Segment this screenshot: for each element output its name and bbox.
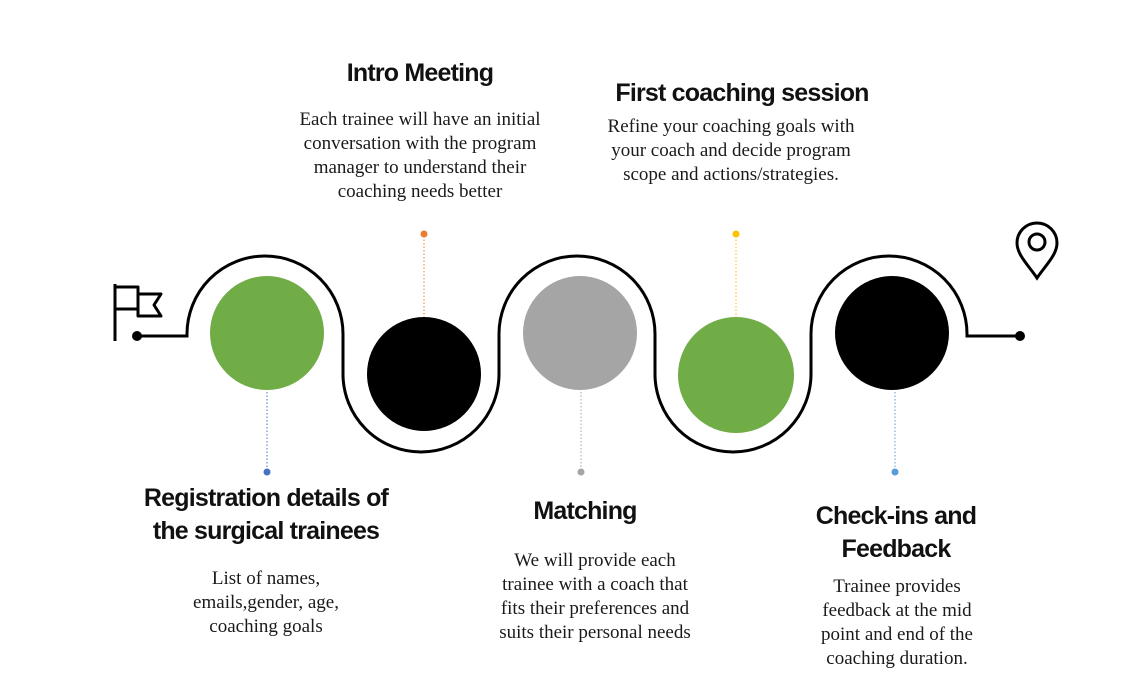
timeline-path (137, 254, 1020, 454)
connector-dot-3 (577, 468, 585, 476)
step-1-description: List of names, emails,gender, age, coach… (193, 568, 339, 637)
path-start-dot (132, 331, 142, 341)
step-3-title: Matching (533, 497, 637, 525)
milestone-circle-2 (367, 317, 481, 431)
connector-dot-4 (732, 230, 740, 238)
step-4-description: Refine your coaching goals with your coa… (607, 116, 855, 185)
connector-dot-2 (420, 230, 428, 238)
milestone-circle-1 (210, 276, 324, 390)
step-4-title: First coaching session (615, 79, 869, 107)
connector-dot-1 (263, 468, 271, 476)
step-5-description: Trainee provides feedback at the mid poi… (821, 576, 973, 669)
milestone-circle-5 (835, 276, 949, 390)
milestone-circle-3 (523, 276, 637, 390)
path-end-dot (1015, 331, 1025, 341)
flag-icon (113, 284, 163, 341)
map-pin-icon (1015, 221, 1059, 281)
step-2-title: Intro Meeting (346, 59, 494, 87)
step-3-description: We will provide each trainee with a coac… (499, 550, 691, 643)
step-2-description: Each trainee will have an initial conver… (299, 109, 541, 202)
step-1-title: Registration details of the surgical tra… (143, 484, 389, 545)
step-5-title: Check-ins and Feedback (815, 502, 977, 563)
milestone-circle-4 (678, 317, 794, 433)
connector-dot-5 (891, 468, 899, 476)
